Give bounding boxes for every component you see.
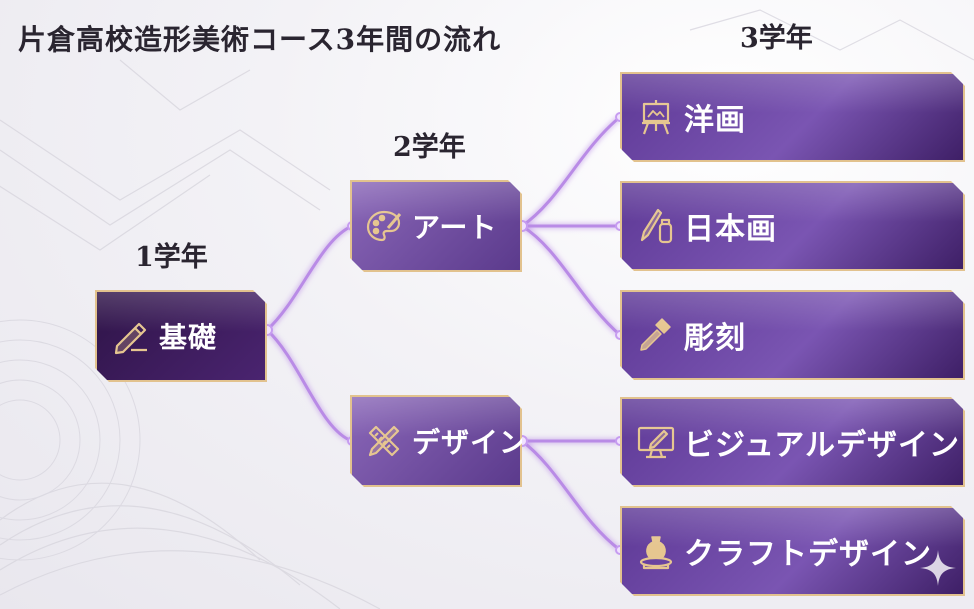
easel-icon — [636, 97, 676, 137]
palette-brush-icon — [364, 206, 404, 246]
node-yoga-label: 洋画 — [684, 103, 746, 138]
pencil-eraser-icon — [111, 316, 151, 356]
sparkle-icon — [920, 550, 956, 586]
connector-design-craft — [521, 439, 621, 552]
node-nihonga-label: 日本画 — [684, 212, 777, 247]
page-title: 片倉高校造形美術コース3年間の流れ — [18, 23, 502, 56]
connector-kiso-art — [265, 224, 353, 332]
node-nihonga: 日本画 — [620, 181, 965, 271]
node-kiso: 基礎 — [95, 290, 267, 382]
monitor-pen-icon — [636, 422, 676, 462]
node-craft-design-label: クラフトデザイン — [684, 537, 932, 572]
node-chokoku-label: 彫刻 — [684, 321, 746, 356]
node-art: アート — [350, 180, 522, 272]
connector-art-yoga — [521, 115, 621, 228]
year-label-1: 1学年 — [135, 242, 208, 273]
node-design-label: デザイン — [412, 426, 529, 459]
connector-art-chokoku — [521, 224, 621, 337]
node-visual-design: ビジュアルデザイン — [620, 397, 965, 487]
ruler-pencil-icon — [364, 421, 404, 461]
node-kiso-label: 基礎 — [159, 321, 218, 354]
brush-tube-icon — [636, 206, 676, 246]
year-label-2: 2学年 — [393, 132, 466, 163]
year-label-3: 3学年 — [740, 23, 813, 54]
connector-kiso-design — [265, 328, 353, 443]
node-art-label: アート — [412, 211, 498, 244]
node-visual-design-label: ビジュアルデザイン — [684, 428, 960, 463]
pottery-wheel-icon — [636, 531, 676, 571]
node-yoga: 洋画 — [620, 72, 965, 162]
node-craft-design: クラフトデザイン — [620, 506, 965, 596]
node-design: デザイン — [350, 395, 522, 487]
node-chokoku: 彫刻 — [620, 290, 965, 380]
chisel-icon — [636, 315, 676, 355]
